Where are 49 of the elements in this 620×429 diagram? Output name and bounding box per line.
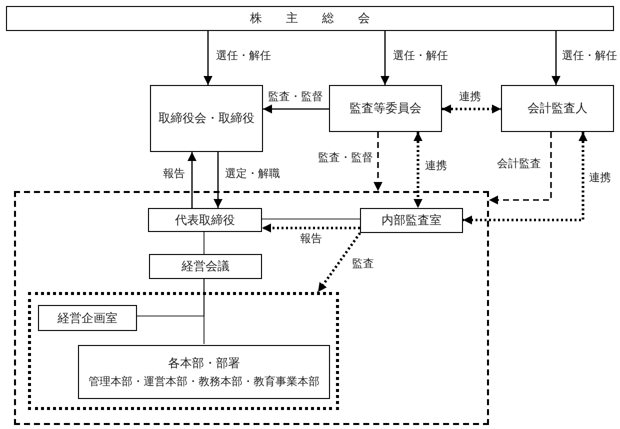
org-box [149, 254, 262, 279]
arrow [214, 152, 222, 208]
box-text: 経営企画室 [58, 310, 118, 326]
edge-label: 会計監査 [497, 158, 541, 169]
edge-label: 監査・監督 [318, 152, 373, 163]
edge-label: 選任・解任 [393, 50, 448, 61]
arrow [463, 132, 588, 224]
org-box [6, 6, 614, 31]
edge-label: 連携 [425, 160, 447, 171]
arrow [188, 152, 196, 208]
box-text: 株主総会 [249, 11, 394, 26]
arrow [489, 132, 552, 204]
org-box [78, 345, 330, 399]
edge-label: 選任・解任 [216, 50, 271, 61]
box-text: 経営会議 [182, 259, 230, 274]
edge-label: 選定・解職 [225, 168, 280, 179]
group-frame [28, 292, 339, 410]
arrow [263, 104, 329, 114]
arrow [442, 104, 501, 114]
box-text: 各本部・部署 [168, 356, 240, 371]
arrow [374, 132, 382, 191]
org-box [360, 208, 463, 233]
edge-label: 報告 [163, 168, 185, 179]
edge-label: 選任・解任 [562, 50, 617, 61]
group-frame [14, 191, 489, 425]
box-text: 監査等委員会 [350, 101, 422, 116]
arrow [316, 232, 362, 293]
connector-line [262, 218, 360, 220]
org-box [38, 305, 137, 331]
box-text: 会計監査人 [528, 101, 588, 116]
connector-line [136, 278, 204, 316]
arrow [262, 224, 360, 232]
org-box [329, 85, 442, 132]
box-text: 内部監査室 [382, 213, 442, 228]
arrow [552, 31, 560, 85]
arrow [414, 132, 422, 208]
arrow [380, 31, 390, 85]
box-text: 取締役会・取締役 [158, 111, 254, 126]
org-box [501, 85, 614, 132]
edge-label: 監査・監督 [268, 91, 323, 102]
edge-label: 連携 [589, 172, 611, 183]
edge-label: 監査 [352, 258, 374, 269]
box-text: 代表取締役 [175, 212, 235, 228]
box-text: 管理本部・運営本部・教務本部・教育事業本部 [88, 374, 320, 388]
arrow [204, 31, 212, 85]
edge-label: 連携 [459, 91, 481, 102]
org-box [148, 208, 262, 232]
org-box [150, 85, 263, 152]
edge-label: 報告 [300, 233, 322, 244]
